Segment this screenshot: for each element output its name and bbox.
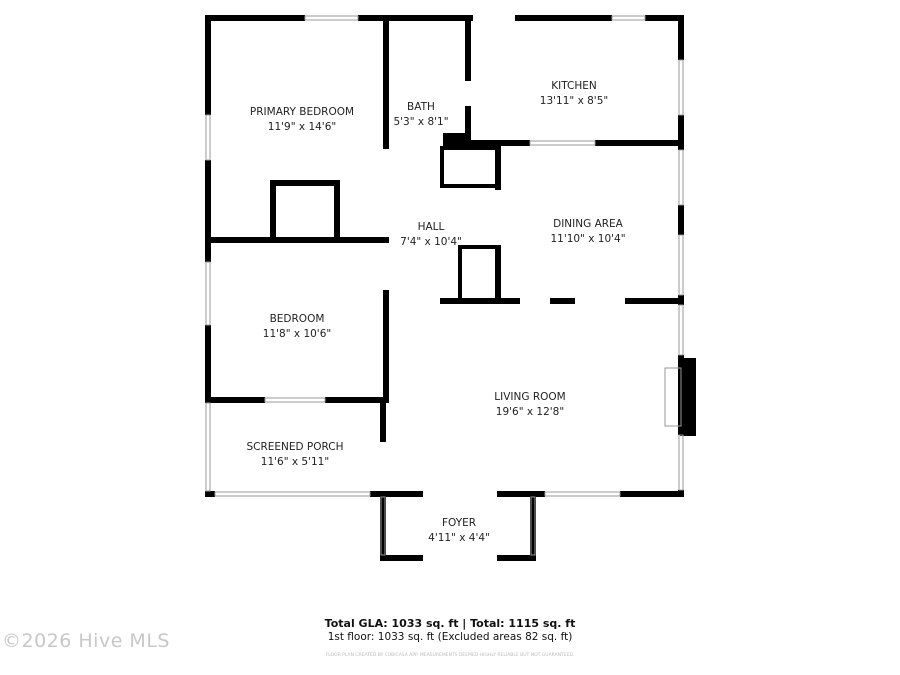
room-living-room: LIVING ROOM 19'6" x 12'8" [494, 390, 565, 420]
room-kitchen: KITCHEN 13'11" x 8'5" [540, 79, 608, 109]
room-dims: 19'6" x 12'8" [495, 406, 565, 418]
room-bath: BATH 5'3" x 8'1" [393, 100, 448, 130]
walls [205, 15, 696, 561]
room-primary-bedroom: PRIMARY BEDROOM 11'9" x 14'6" [250, 105, 354, 135]
room-screened-porch: SCREENED PORCH 11'6" x 5'11" [246, 440, 343, 470]
room-dims: 11'9" x 14'6" [267, 121, 337, 133]
room-bedroom: BEDROOM 11'8" x 10'6" [263, 312, 331, 342]
room-dims: 4'11" x 4'4" [428, 532, 490, 544]
room-hall: HALL 7'4" x 10'4" [400, 220, 462, 250]
room-dims: 5'3" x 8'1" [393, 116, 449, 128]
room-name: BEDROOM [269, 313, 325, 325]
room-name: SCREENED PORCH [246, 441, 344, 453]
room-dims: 13'11" x 8'5" [539, 95, 609, 107]
room-name: FOYER [441, 517, 477, 529]
room-name: KITCHEN [551, 80, 597, 92]
room-name: BATH [407, 101, 435, 113]
room-name: HALL [417, 221, 445, 233]
room-dims: 11'8" x 10'6" [262, 328, 332, 340]
room-dims: 11'10" x 10'4" [550, 233, 626, 245]
room-dining-area: DINING AREA 11'10" x 10'4" [550, 217, 625, 247]
floor-area: 1st floor: 1033 sq. ft (Excluded areas 8… [327, 631, 573, 643]
room-name: LIVING ROOM [494, 391, 566, 403]
disclaimer: FLOOR PLAN CREATED BY CUBICASA APP. MEAS… [325, 653, 575, 658]
room-foyer: FOYER 4'11" x 4'4" [428, 516, 490, 546]
room-dims: 7'4" x 10'4" [400, 236, 462, 248]
room-dims: 11'6" x 5'11" [260, 456, 330, 468]
watermark: ©2026 Hive MLS [2, 630, 170, 652]
windows [205, 15, 684, 556]
room-name: DINING AREA [553, 218, 623, 230]
room-name: PRIMARY BEDROOM [249, 106, 355, 118]
total-area: Total GLA: 1033 sq. ft | Total: 1115 sq.… [324, 617, 576, 630]
